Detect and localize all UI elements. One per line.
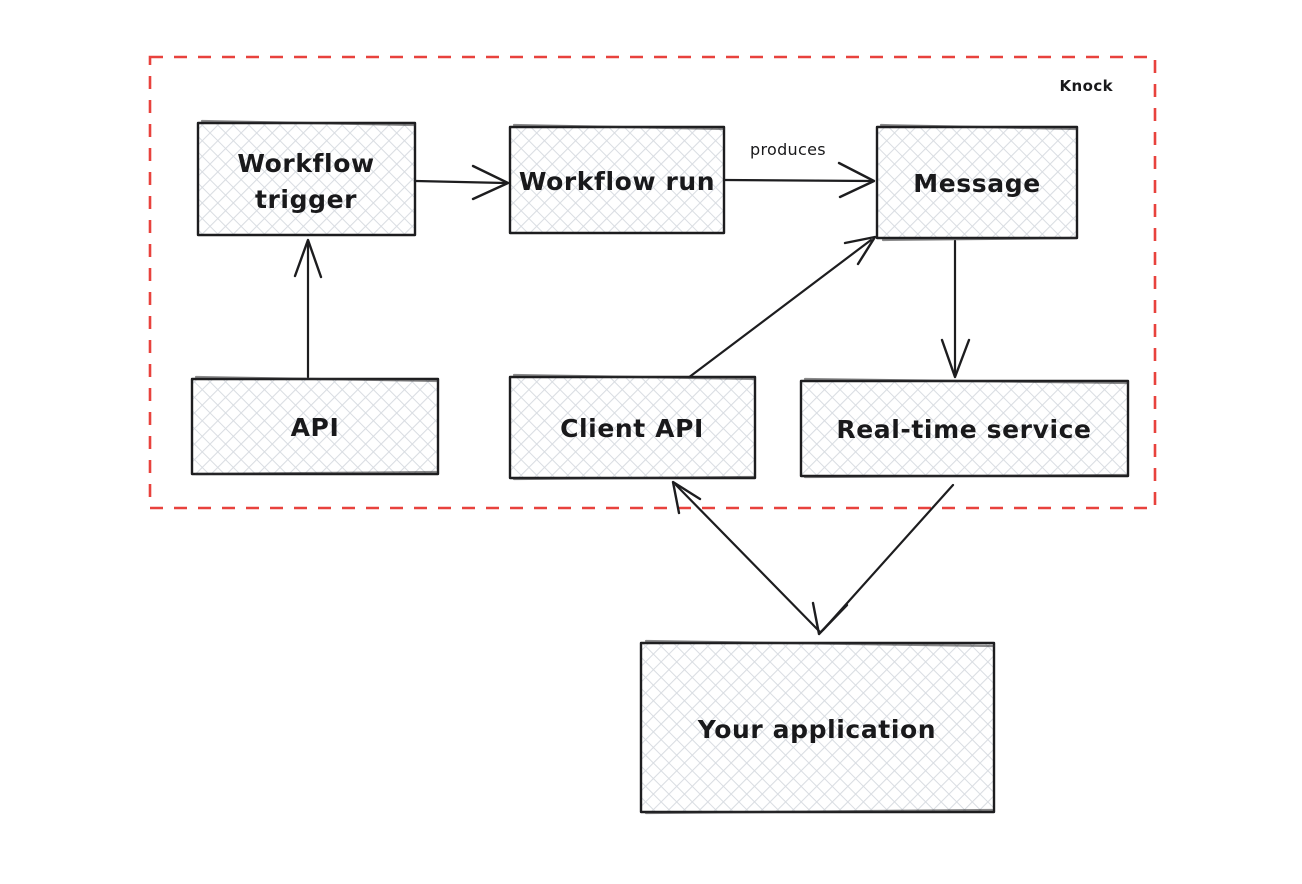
knock-group: Knock: [148, 55, 1157, 510]
node-workflow-trigger[interactable]: Workflow trigger: [196, 119, 417, 237]
node-client-api-label: Client API: [560, 414, 704, 443]
edge-trigger-to-run: [414, 164, 510, 201]
node-client-api[interactable]: Client API: [508, 373, 757, 481]
edge-label-produces: produces: [750, 140, 826, 159]
node-your-application[interactable]: Your application: [639, 639, 996, 815]
knock-group-border: [148, 55, 1157, 510]
edge-run-to-message: produces: [723, 140, 876, 199]
node-your-application-label: Your application: [697, 715, 936, 744]
edge-app-to-client-api: [671, 480, 822, 634]
node-api[interactable]: API: [190, 375, 440, 476]
node-real-time-service[interactable]: Real-time service: [799, 377, 1130, 479]
edges-layer: produces: [293, 140, 971, 636]
edge-realtime-to-app: [811, 483, 955, 636]
node-workflow-run-label: Workflow run: [519, 167, 715, 196]
knock-group-label: Knock: [1060, 77, 1114, 95]
node-workflow-trigger-label-line1: Workflow: [237, 149, 374, 178]
node-message-label: Message: [913, 169, 1041, 198]
node-real-time-service-label: Real-time service: [836, 415, 1091, 444]
edge-message-to-realtime: [940, 239, 971, 379]
node-workflow-trigger-label-line2: trigger: [255, 185, 357, 214]
node-api-label: API: [291, 413, 340, 442]
nodes-layer: Workflow trigger Workflow run Message: [190, 119, 1130, 815]
node-message[interactable]: Message: [875, 123, 1079, 242]
edge-client-api-to-message: [686, 235, 877, 380]
edge-api-to-trigger: [293, 238, 323, 379]
node-workflow-run[interactable]: Workflow run: [508, 123, 726, 235]
